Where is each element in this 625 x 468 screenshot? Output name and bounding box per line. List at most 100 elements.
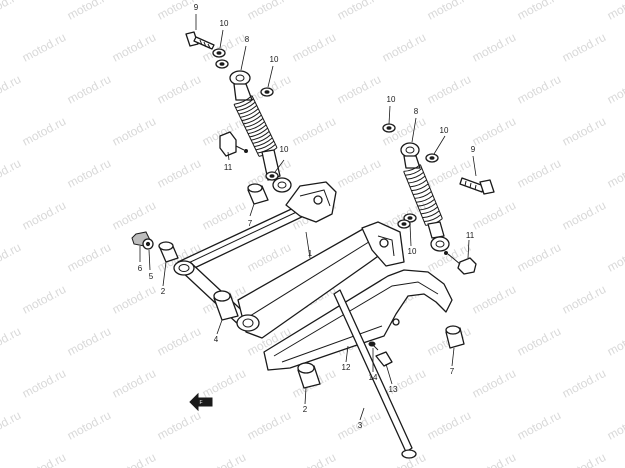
spring-coil — [255, 140, 275, 151]
watermark-text: motod.ru — [65, 156, 113, 191]
watermark-text: motod.ru — [245, 408, 293, 443]
watermark-text: motod.ru — [515, 0, 563, 23]
callout-13: 13 — [389, 385, 398, 394]
watermark-text: motod.ru — [470, 114, 518, 149]
watermark-text: motod.ru — [470, 30, 518, 65]
watermark-text: motod.ru — [605, 156, 625, 191]
spring-coil — [233, 95, 253, 105]
watermark-text: motod.ru — [605, 72, 625, 107]
spring-coil — [241, 111, 261, 122]
callout-3: 3 — [358, 421, 363, 430]
watermark-text: motod.ru — [605, 324, 625, 359]
spring-edge — [403, 171, 427, 226]
watermark-text: motod.ru — [20, 114, 68, 149]
watermark-text: motod.ru — [470, 282, 518, 317]
callout-12: 12 — [342, 363, 351, 372]
spring-coil — [240, 108, 259, 118]
callout-11: 11 — [466, 231, 475, 240]
spring-coil — [251, 131, 270, 141]
spring-coil — [420, 206, 438, 215]
watermark-text: motod.ru — [65, 0, 113, 23]
spring-coil — [254, 137, 273, 148]
watermark-text: motod.ru — [65, 408, 113, 443]
spring-coil — [235, 98, 254, 109]
watermark-text: motod.ru — [20, 450, 68, 468]
spring-coil — [257, 144, 276, 154]
watermark-text: motod.ru — [110, 114, 158, 149]
watermark-text: motod.ru — [20, 198, 68, 233]
spring-edge — [251, 95, 278, 148]
watermark-text: motod.ru — [425, 408, 473, 443]
callout-9: 9 — [194, 3, 199, 12]
swing-arm — [173, 181, 405, 339]
spring-coil — [243, 114, 262, 125]
watermark-text: motod.ru — [335, 156, 383, 191]
callout-2: 2 — [303, 405, 308, 414]
callout-14: 14 — [369, 373, 378, 382]
watermark-text: motod.ru — [605, 240, 625, 275]
spring-coil — [403, 164, 421, 172]
callout-10: 10 — [270, 55, 279, 64]
watermark-text: motod.ru — [0, 72, 23, 107]
spring-coil — [249, 127, 268, 138]
watermark-text: motod.ru — [470, 450, 518, 468]
watermark-text: motod.ru — [290, 30, 338, 65]
watermark-text: motod.ru — [0, 240, 23, 275]
watermark-text: motod.ru — [605, 0, 625, 23]
watermark-text: motod.ru — [20, 30, 68, 65]
callout-1: 1 — [308, 249, 313, 258]
watermark-text: motod.ru — [425, 72, 473, 107]
watermark-text: motod.ru — [335, 72, 383, 107]
watermark-text: motod.ru — [110, 366, 158, 401]
chain-case — [263, 269, 453, 371]
spring-coil — [244, 118, 264, 128]
spring-coil — [406, 171, 424, 180]
spring-coil — [246, 121, 265, 131]
watermark-text: motod.ru — [560, 198, 608, 233]
callout-10: 10 — [408, 247, 417, 256]
callout-7: 7 — [450, 367, 455, 376]
spring-coil — [416, 195, 434, 203]
callout-10: 10 — [280, 145, 289, 154]
callout-2: 2 — [161, 287, 166, 296]
callout-10: 10 — [220, 19, 229, 28]
callout-8: 8 — [414, 107, 419, 116]
watermark-text: motod.ru — [560, 30, 608, 65]
spring-coil — [237, 101, 256, 112]
bolt-9-upper — [185, 31, 215, 50]
watermark-text: motod.ru — [110, 282, 158, 317]
spring-edge — [233, 104, 260, 157]
spring-coil — [409, 179, 427, 188]
callout-6: 6 — [138, 264, 143, 273]
shock-absorber-left — [229, 70, 292, 193]
front-arrow-icon: F — [189, 392, 213, 412]
spring-coil — [422, 210, 440, 219]
watermark-text: motod.ru — [290, 450, 338, 468]
callout-4: 4 — [214, 335, 219, 344]
watermark-text: motod.ru — [0, 0, 23, 23]
spring-coil — [405, 168, 423, 176]
watermark-text: motod.ru — [380, 30, 428, 65]
leader-lines — [139, 14, 477, 421]
svg-text:F: F — [199, 400, 202, 406]
spring-coil — [424, 214, 442, 223]
watermark-text: motod.ru — [335, 0, 383, 23]
watermark-text: motod.ru — [110, 30, 158, 65]
spring-coil — [247, 124, 267, 135]
watermark-text: motod.ru — [65, 72, 113, 107]
watermark-text: motod.ru — [200, 198, 248, 233]
watermark-text: motod.ru — [110, 450, 158, 468]
callout-11: 11 — [224, 163, 233, 172]
spring-coil — [414, 191, 432, 199]
watermark-text: motod.ru — [560, 450, 608, 468]
watermark-text: motod.ru — [155, 324, 203, 359]
watermark-text: motod.ru — [515, 408, 563, 443]
watermark-text: motod.ru — [0, 408, 23, 443]
spring-coil — [408, 175, 426, 184]
watermark-text: motod.ru — [515, 72, 563, 107]
callout-10: 10 — [387, 95, 396, 104]
spring-coil — [413, 187, 431, 196]
watermark-text: motod.ru — [425, 0, 473, 23]
spring-edge — [419, 164, 443, 219]
